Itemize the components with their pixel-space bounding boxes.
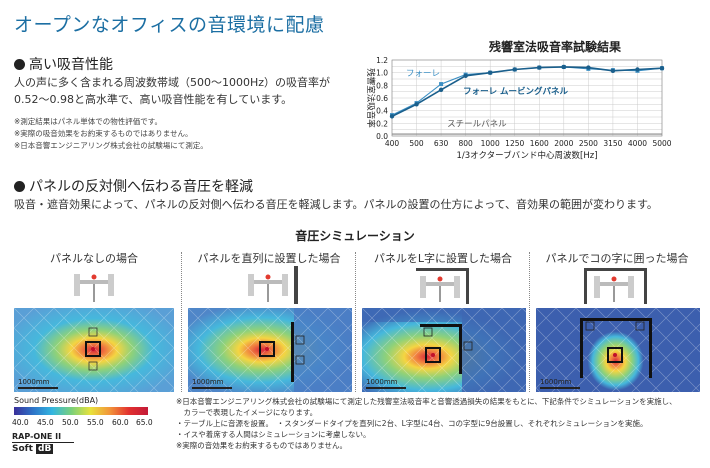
x-tick-label: 1600	[530, 139, 549, 148]
bullet-icon	[14, 181, 25, 192]
note-line: ※日本音響エンジニアリング株式会社の試験場にて測定。	[14, 141, 208, 150]
y-tick-label: 1.2	[376, 56, 388, 65]
legend-title: Sound Pressure(dBA)	[14, 396, 99, 405]
x-tick-label: 400	[385, 139, 400, 148]
absorption-chart: 0.0 0.2 0.4 0.6 0.8 1.0 1.2 400 500 630 800 1000 125…	[365, 56, 672, 161]
brand-line1: RAP-ONE II	[12, 432, 74, 443]
series-point	[537, 65, 542, 70]
y-tick-label: 0.6	[376, 94, 388, 103]
heatmap-none: 1000mm	[14, 308, 174, 392]
divider	[355, 252, 356, 392]
series-point	[414, 102, 419, 107]
x-tick-label: 800	[458, 139, 473, 148]
series-label: スチールパネル	[447, 120, 507, 130]
series-point	[463, 73, 468, 79]
x-tick-label: 4000	[628, 139, 647, 148]
sound-source-icon	[437, 276, 443, 282]
legend-tick: 60.0	[112, 418, 129, 427]
legend-tick: 65.0	[136, 418, 153, 427]
brand-logo: RAP-ONE II Soft dB	[12, 432, 74, 454]
legend-tick: 45.0	[37, 418, 54, 427]
series-point	[389, 114, 395, 119]
series-point	[610, 68, 616, 73]
x-tick-label: 5000	[652, 139, 671, 148]
plot-frame	[391, 59, 663, 137]
bullet-icon	[14, 59, 25, 70]
series-point	[438, 87, 444, 92]
legend-tick: 55.0	[87, 418, 104, 427]
series-point	[512, 67, 517, 72]
y-tick-label: 0.2	[376, 119, 388, 128]
x-tick-label: 1250	[505, 139, 524, 148]
scale-bar: 1000mm	[192, 378, 232, 389]
y-tick-label: 1.0	[376, 69, 388, 78]
x-tick-label: 630	[434, 139, 449, 148]
section-heading-text: 高い吸音性能	[29, 57, 113, 73]
section-heading-pressure: パネルの反対側へ伝わる音圧を軽減	[14, 176, 253, 196]
footnote-line: ※実際の音効果をお約束するものではありません。	[176, 441, 348, 450]
panel-icon	[294, 266, 298, 304]
x-tick-label: 2500	[579, 139, 598, 148]
footnote-line: ・イスや着席する人間はシミュレーションに考慮しない。	[176, 430, 371, 439]
sound-source-icon	[611, 276, 617, 282]
sound-source-icon	[91, 274, 97, 280]
pressure-description: 吸音・遮音効果によって、パネルの反対側へ伝わる音圧を軽減します。パネルの設置の仕…	[14, 198, 658, 211]
series-label: フォーレ ムービングパネル	[463, 86, 568, 97]
legend-tick: 50.0	[62, 418, 79, 427]
series-point	[487, 70, 493, 75]
panel-label-u-shape: パネルでコの字に囲った場合	[545, 252, 689, 265]
section-heading-absorption: 高い吸音性能	[14, 54, 113, 74]
scale-bar: 1000mm	[540, 378, 580, 389]
divider	[181, 252, 182, 392]
description-line: 0.52〜0.98と高水準で、高い吸音性能を有しています。	[14, 93, 293, 106]
divider	[529, 252, 530, 392]
table-chairs-illustration	[416, 268, 469, 304]
series-point	[635, 67, 640, 72]
y-axis-label: 残響室法吸音率	[365, 68, 376, 128]
series-point	[439, 82, 444, 87]
legend-color-bar	[14, 407, 148, 415]
chart-title: 残響室法吸音率試験結果	[488, 40, 621, 54]
series-point	[586, 65, 591, 70]
x-tick-label: 3150	[603, 139, 622, 148]
series-line	[391, 66, 663, 118]
table-chairs-illustration	[248, 266, 298, 304]
panel-label-none: パネルなしの場合	[50, 252, 138, 265]
sound-source-icon	[265, 274, 271, 280]
series-point	[561, 64, 567, 70]
panel-label-straight: パネルを直列に設置した場合	[197, 252, 341, 265]
footnote-line: ※日本音響エンジニアリング株式会社の試験場にて測定した残響室法吸音率と音響透過損…	[176, 397, 677, 406]
table-chairs-illustration	[584, 268, 647, 304]
scale-bar: 1000mm	[18, 378, 58, 389]
y-tick-label: 0.8	[376, 81, 388, 90]
series-point	[659, 66, 665, 71]
panel-label-l-shape: パネルをL字に設置した場合	[373, 252, 513, 265]
section-heading-text: パネルの反対側へ伝わる音圧を軽減	[29, 179, 253, 195]
note-line: ※測定結果はパネル単体での物性評価です。	[14, 117, 163, 126]
table-chairs-illustration	[74, 274, 114, 302]
simulation-title: 音圧シミュレーション	[295, 229, 415, 243]
y-tick-label: 0.4	[376, 107, 388, 116]
legend-tick: 40.0	[12, 418, 29, 427]
note-line: ※実際の吸音効果をお約束するものではありません。	[14, 129, 193, 138]
brand-line2: Soft dB	[12, 444, 54, 454]
heatmap-u-shape: 1000mm	[536, 308, 700, 392]
footnote-line: カラーで表現したイメージになります。	[176, 408, 318, 417]
x-tick-label: 1000	[481, 139, 500, 148]
scale-bar: 1000mm	[366, 378, 406, 389]
page-title: オープンなオフィスの音環境に配慮	[14, 14, 325, 36]
x-tick-label: 2000	[554, 139, 573, 148]
heatmap-straight: 1000mm	[188, 308, 352, 392]
description-line: 人の声に多く含まれる周波数帯域（500〜1000Hz）の吸音率が	[14, 76, 331, 89]
y-tick-label: 0.0	[376, 132, 388, 141]
x-tick-label: 500	[409, 139, 424, 148]
x-axis-label: 1/3オクターブバンド中心周波数[Hz]	[456, 150, 597, 161]
absorption-notes: ※測定結果はパネル単体での物性評価です。 ※実際の吸音効果をお約束するものではあ…	[14, 116, 208, 152]
absorption-description: 人の声に多く含まれる周波数帯域（500〜1000Hz）の吸音率が 0.52〜0.…	[14, 74, 354, 108]
simulation-footnotes: ※日本音響エンジニアリング株式会社の試験場にて測定した残響室法吸音率と音響透過損…	[176, 396, 677, 451]
heatmap-l-shape: 1000mm	[362, 308, 526, 392]
footnote-line: ・テーブル上に音源を設置。 ・スタンダードタイプを直列に2台、L字型に4台、コの…	[176, 419, 648, 428]
series-label: フォーレ	[406, 69, 440, 79]
